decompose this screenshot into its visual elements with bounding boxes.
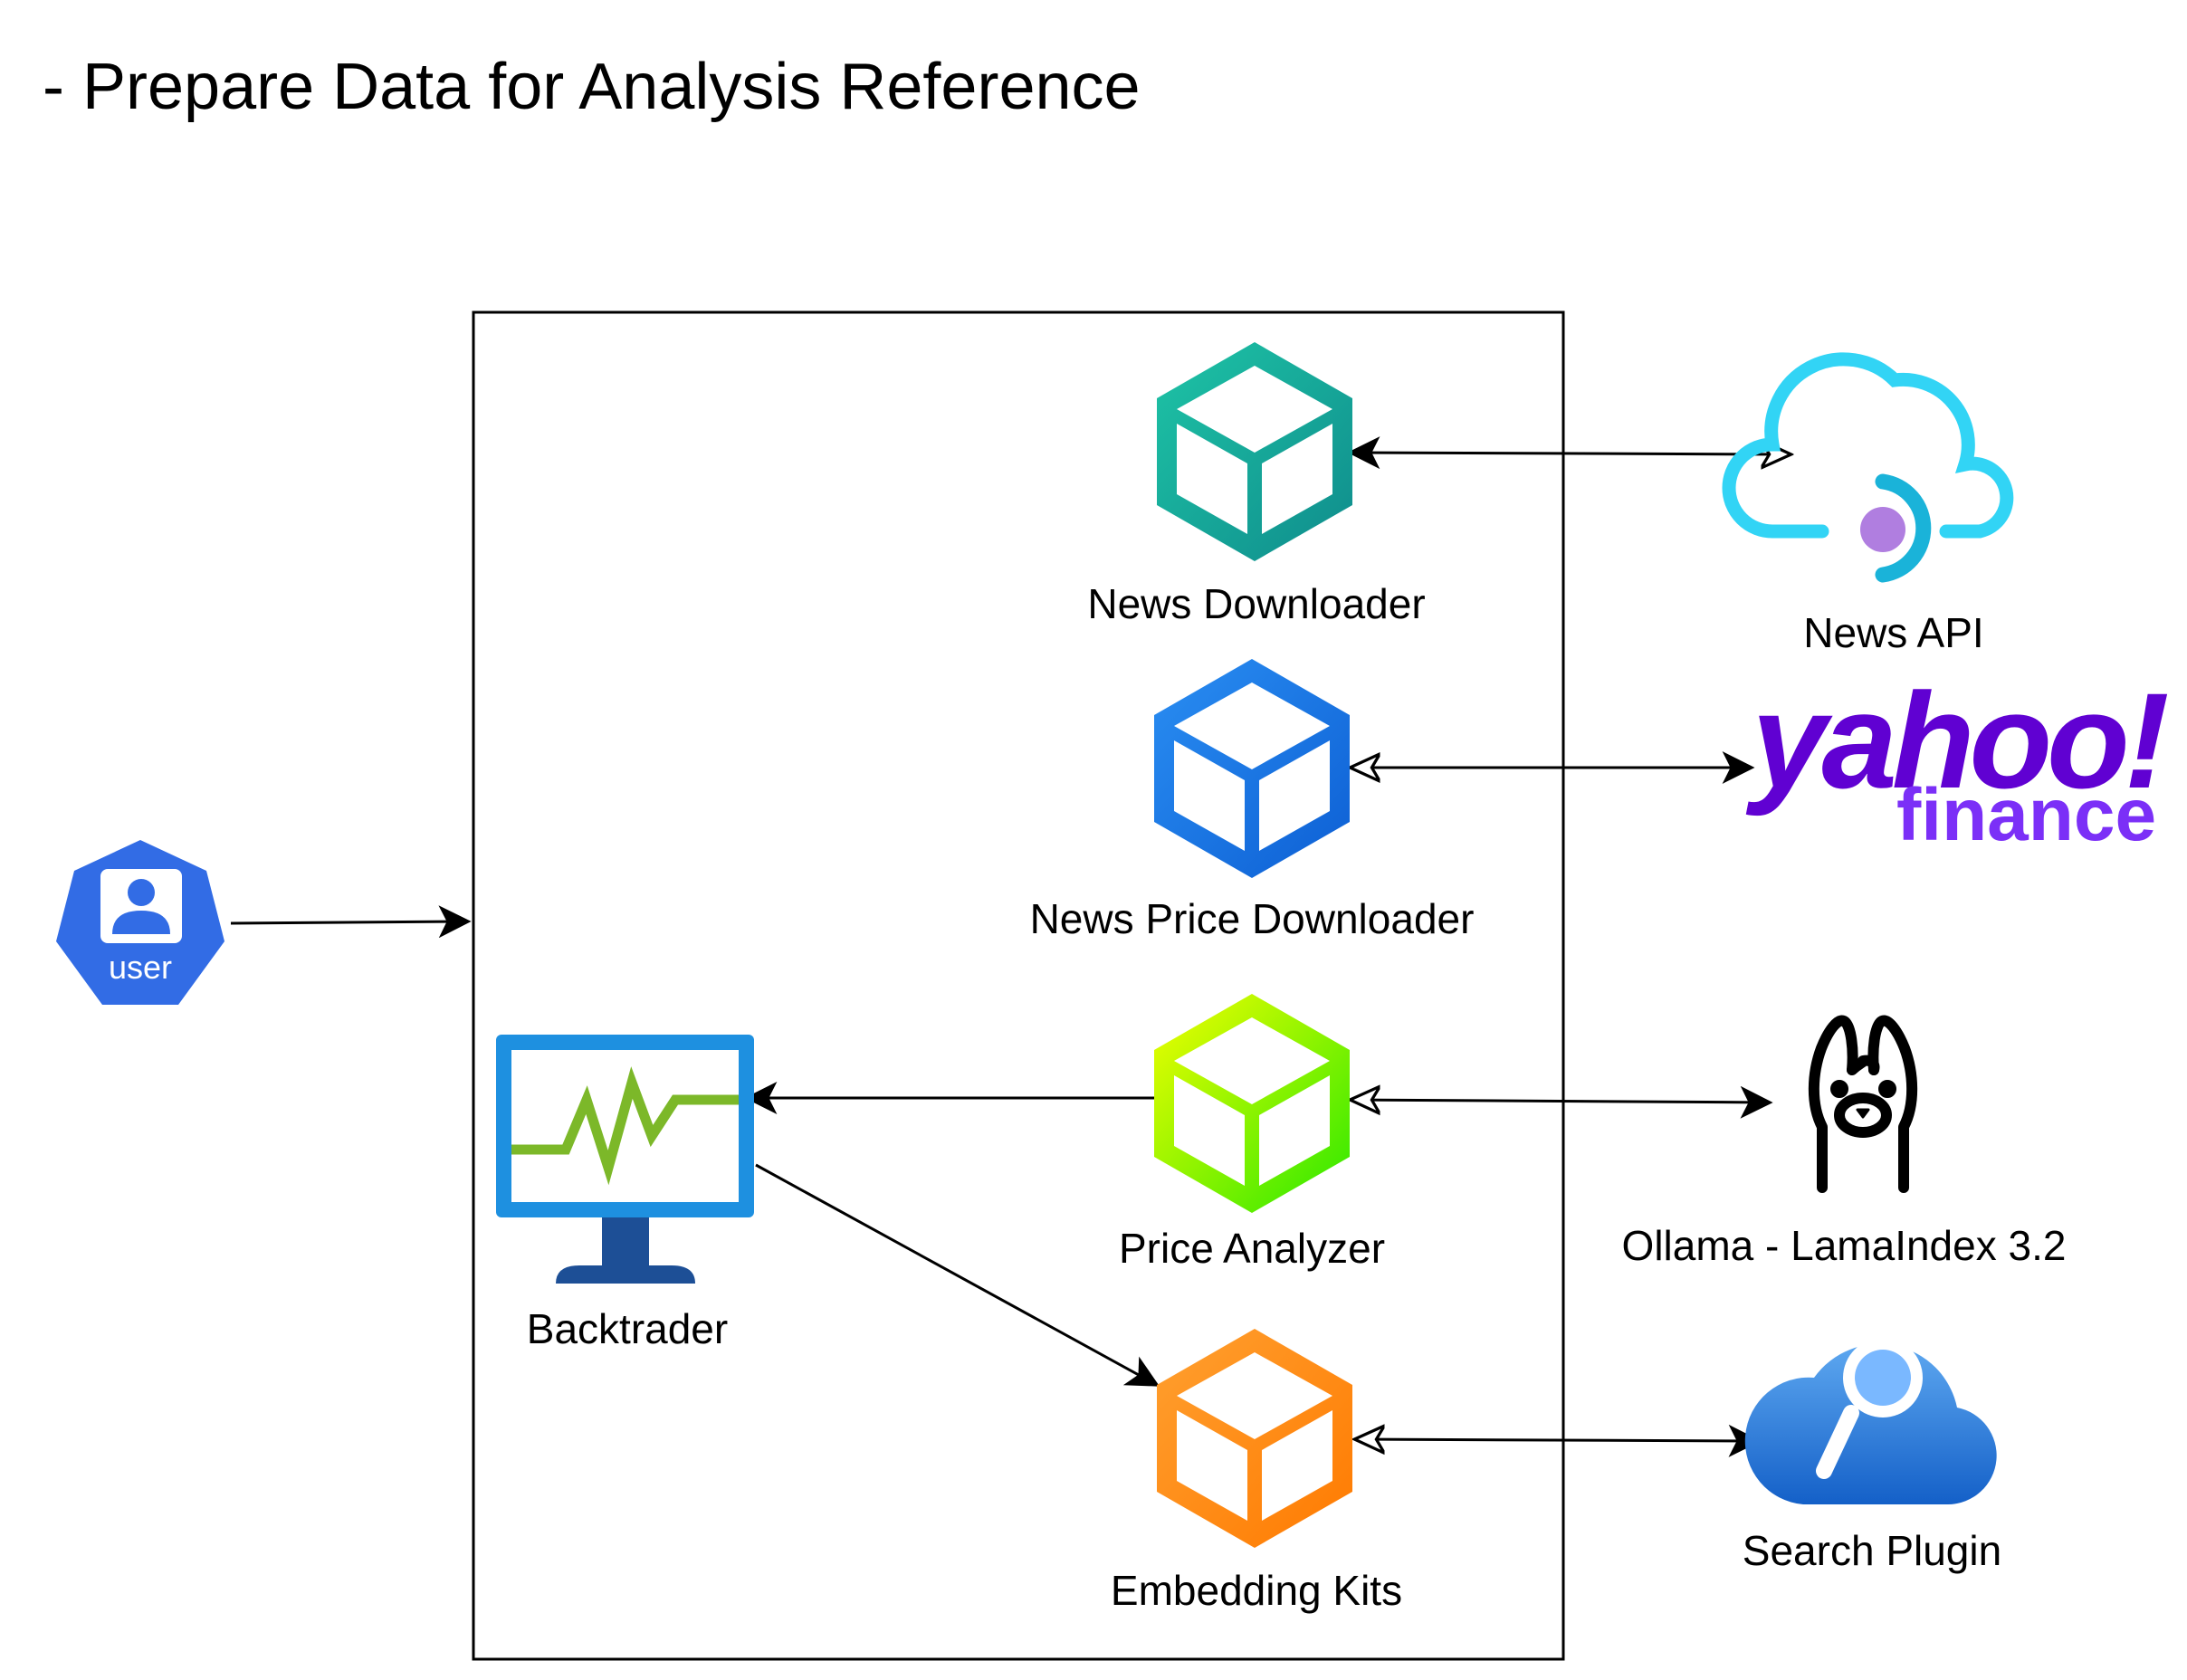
page-title: - Prepare Data for Analysis Reference — [43, 51, 1141, 123]
backtrader-monitor-icon[interactable] — [496, 1035, 754, 1284]
system-boundary — [472, 310, 1565, 1661]
ollama-label: Ollama - LamaIndex 3.2 — [1621, 1222, 2067, 1269]
news-downloader-icon[interactable] — [1157, 342, 1352, 561]
news-price-downloader-icon[interactable] — [1154, 659, 1350, 878]
embedding-kits-icon[interactable] — [1157, 1329, 1352, 1548]
news-downloader-label: News Downloader — [1087, 580, 1426, 627]
svg-text:yahoo!: yahoo! — [1745, 664, 2168, 816]
news-api-label: News API — [1803, 609, 1984, 656]
news-price-downloader-label: News Price Downloader — [1029, 895, 1475, 942]
edge-user-to-system — [230, 905, 472, 939]
edge-backtrader-embedding-kits — [755, 1163, 1160, 1387]
edge-price-analyzer-ollama — [1351, 1100, 1770, 1102]
price-analyzer-label: Price Analyzer — [1118, 1225, 1386, 1272]
svg-text:finance: finance — [1896, 774, 2156, 856]
search-plugin-icon[interactable] — [1744, 1338, 1997, 1504]
price-analyzer-icon[interactable] — [1154, 994, 1350, 1213]
ollama-llama-icon[interactable] — [1808, 1015, 1918, 1193]
edge-embedding-kits-search — [1355, 1439, 1758, 1441]
search-plugin-label: Search Plugin — [1742, 1527, 2002, 1574]
user-label: user — [109, 949, 172, 986]
news-api-cloud-icon[interactable] — [1722, 352, 2014, 583]
user-icon[interactable]: user — [56, 840, 224, 1005]
edge-news-downloader-news-api — [1351, 453, 1791, 454]
embedding-kits-label: Embedding Kits — [1110, 1567, 1403, 1614]
backtrader-label: Backtrader — [526, 1305, 729, 1352]
yahoo-finance-logo[interactable]: yahoo! finance — [1745, 664, 2173, 856]
